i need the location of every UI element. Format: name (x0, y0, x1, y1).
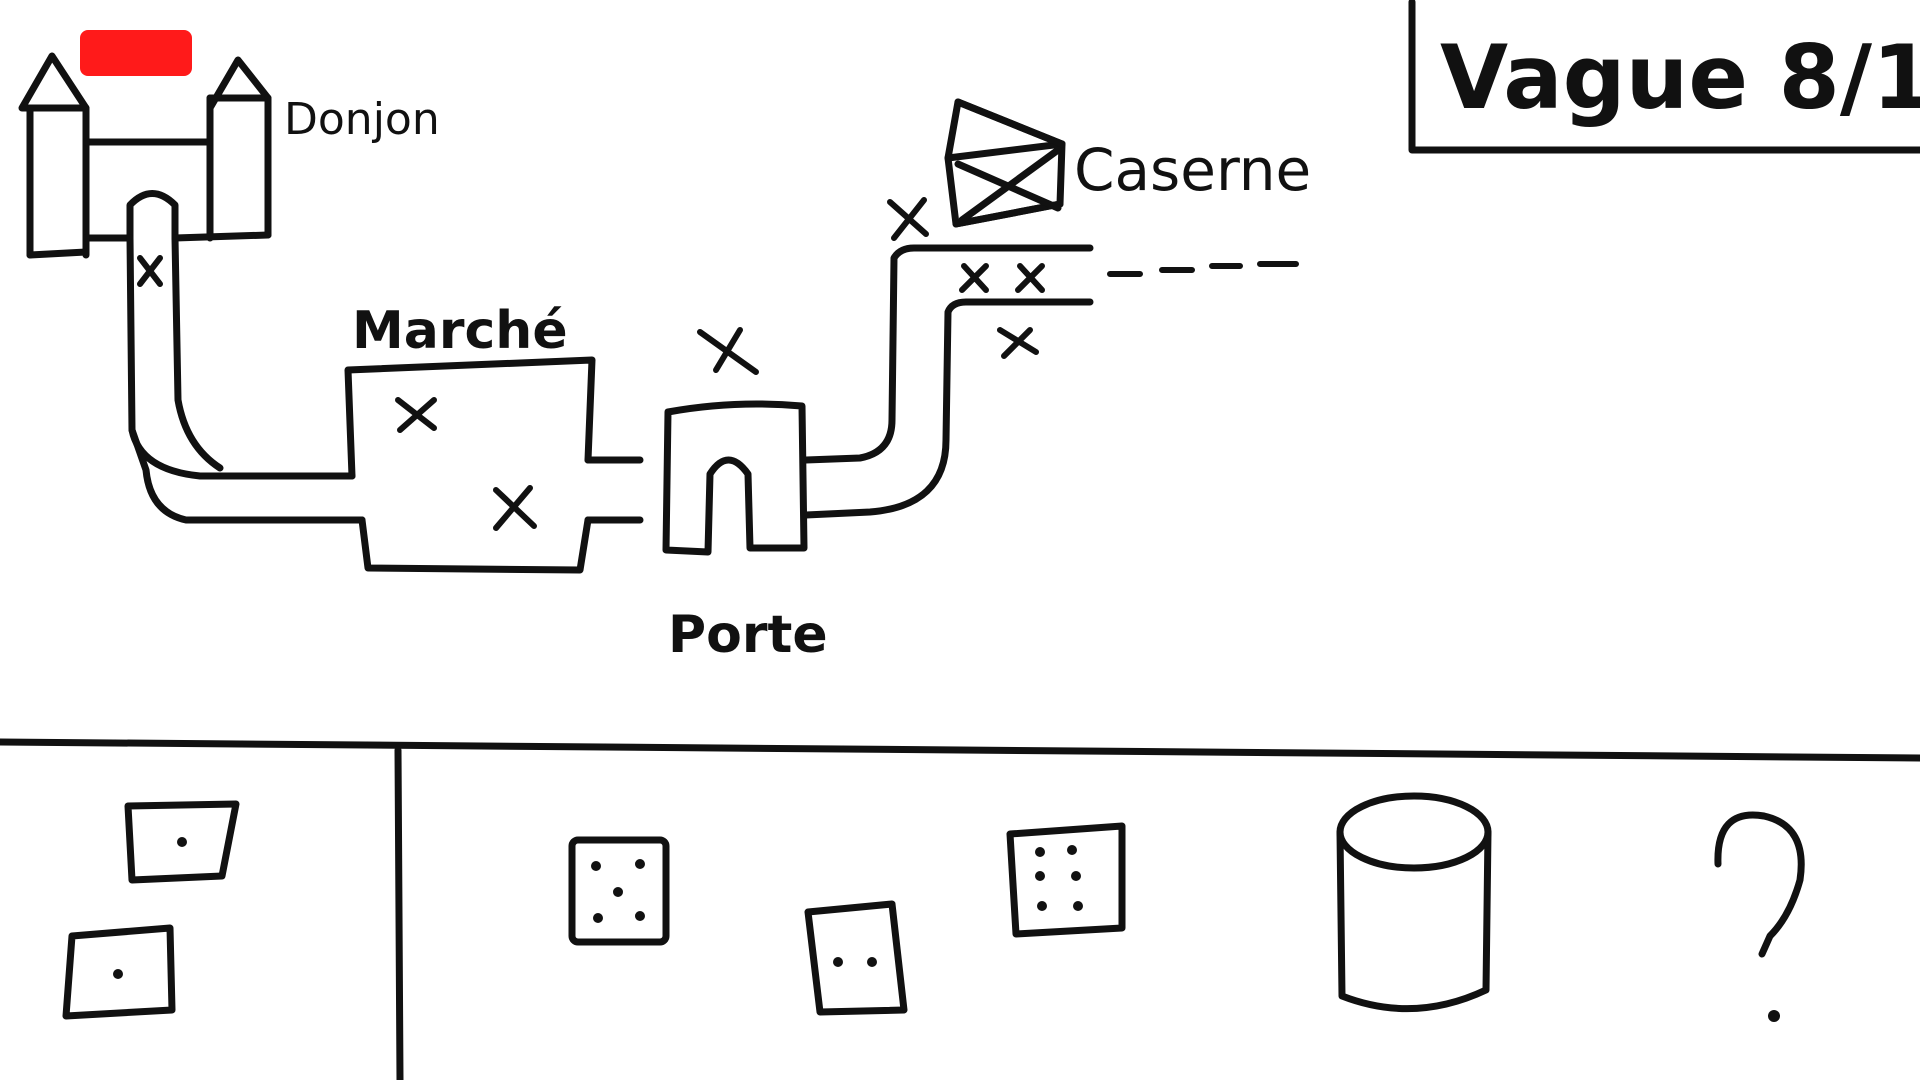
barracks-label: Caserne (1074, 136, 1311, 204)
unit-marker (493, 485, 537, 531)
unit-marker (997, 327, 1039, 359)
unit-marker (959, 263, 989, 293)
reserve-panel (62, 800, 240, 1020)
roads (126, 234, 1299, 524)
reserve-die-2[interactable] (62, 924, 176, 1020)
gate-label: Porte (668, 605, 828, 665)
wave-counter: Vague 8/13 (1440, 26, 1920, 129)
unit-marker (1015, 263, 1045, 293)
unit-markers (137, 197, 1045, 531)
reserve-die-1[interactable] (124, 800, 240, 884)
die-five[interactable] (568, 836, 670, 946)
cup-icon[interactable] (1336, 792, 1492, 1013)
wave-panel: Vague 8/13 (1408, 0, 1920, 154)
die-two[interactable] (804, 900, 908, 1016)
dice-tray (568, 822, 1126, 1016)
market-label: Marché (352, 301, 568, 361)
die-six[interactable] (1006, 822, 1126, 938)
keep-label: Donjon (284, 94, 440, 145)
keep[interactable]: Donjon (18, 30, 440, 259)
barracks[interactable]: Caserne (944, 98, 1311, 228)
keep-health-bar (80, 30, 192, 76)
unit-marker (137, 255, 163, 287)
gate[interactable]: Porte (662, 400, 828, 665)
question-mark-icon[interactable] (1714, 811, 1805, 1022)
unit-marker (697, 327, 759, 375)
unit-marker (395, 397, 437, 433)
unit-marker (887, 197, 929, 241)
bottom-hud (0, 738, 1920, 1080)
market[interactable]: Marché (344, 301, 596, 574)
